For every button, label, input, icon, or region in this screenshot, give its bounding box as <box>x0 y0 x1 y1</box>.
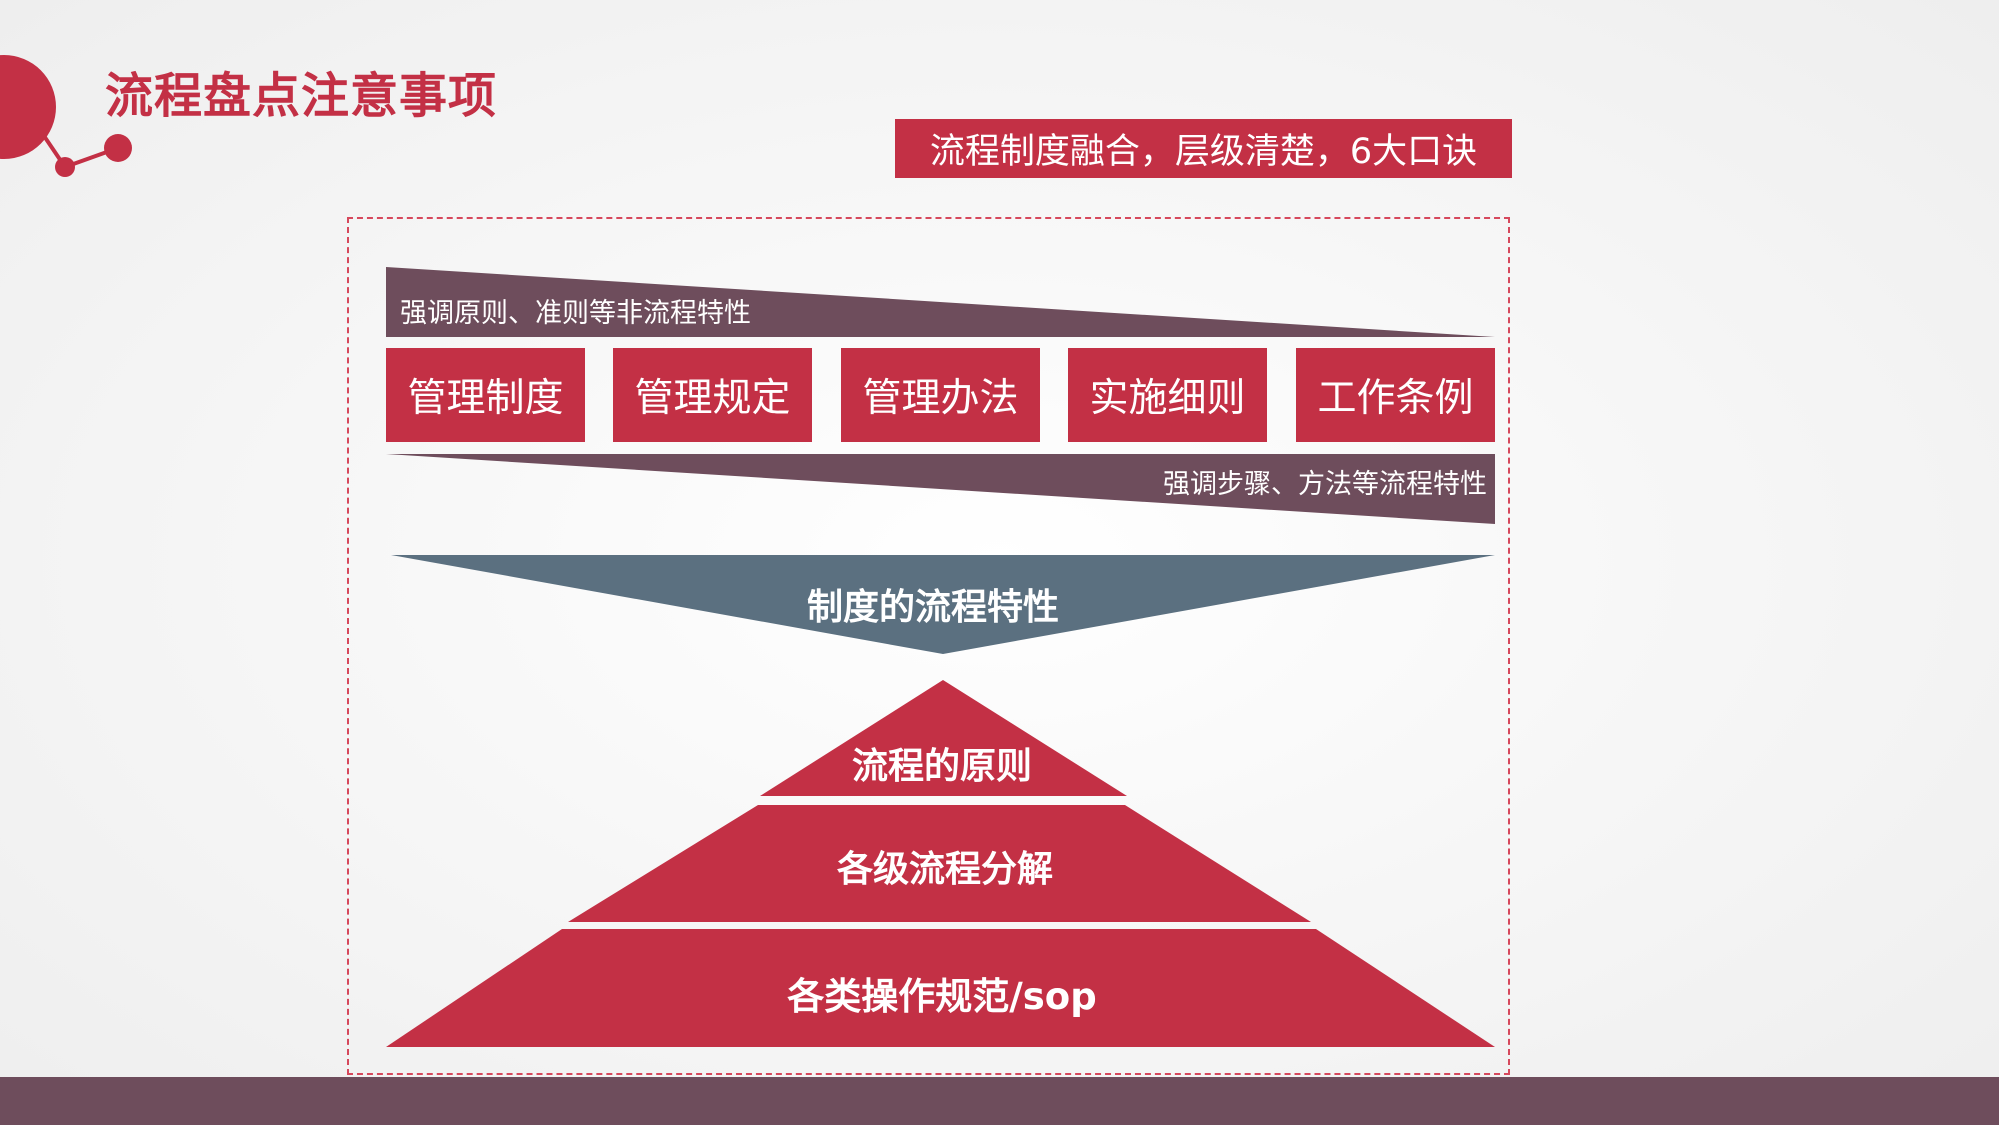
footer-bar <box>0 1077 1999 1125</box>
upper-wedge-label: 强调原则、准则等非流程特性 <box>400 298 751 329</box>
category-box: 管理制度 <box>386 348 585 442</box>
banner-text: 流程制度融合，层级清楚，6大口诀 <box>929 132 1478 172</box>
pyramid-level-2 <box>568 805 1311 922</box>
logo-molecule-icon <box>0 55 132 177</box>
category-box: 管理办法 <box>841 348 1040 442</box>
pyramid-level-3 <box>386 929 1495 1047</box>
pyramid-level-1 <box>760 680 1127 796</box>
pyramid-level-3-label: 各类操作规范/sop <box>787 975 1097 1018</box>
lower-wedge <box>386 454 1495 524</box>
category-box: 工作条例 <box>1296 348 1495 442</box>
funnel-label: 制度的流程特性 <box>806 587 1060 628</box>
upper-wedge <box>386 267 1495 337</box>
category-box: 实施细则 <box>1068 348 1267 442</box>
pyramid-level-1-label: 流程的原则 <box>851 746 1033 787</box>
category-box: 管理规定 <box>613 348 812 442</box>
page-title: 流程盘点注意事项 <box>105 68 498 124</box>
funnel-triangle <box>391 555 1495 654</box>
lower-wedge-label: 强调步骤、方法等流程特性 <box>1163 469 1487 500</box>
pyramid-level-2-label: 各级流程分解 <box>836 849 1054 890</box>
banner: 流程制度融合，层级清楚，6大口诀 <box>895 119 1512 178</box>
dashed-frame <box>347 217 1510 1075</box>
